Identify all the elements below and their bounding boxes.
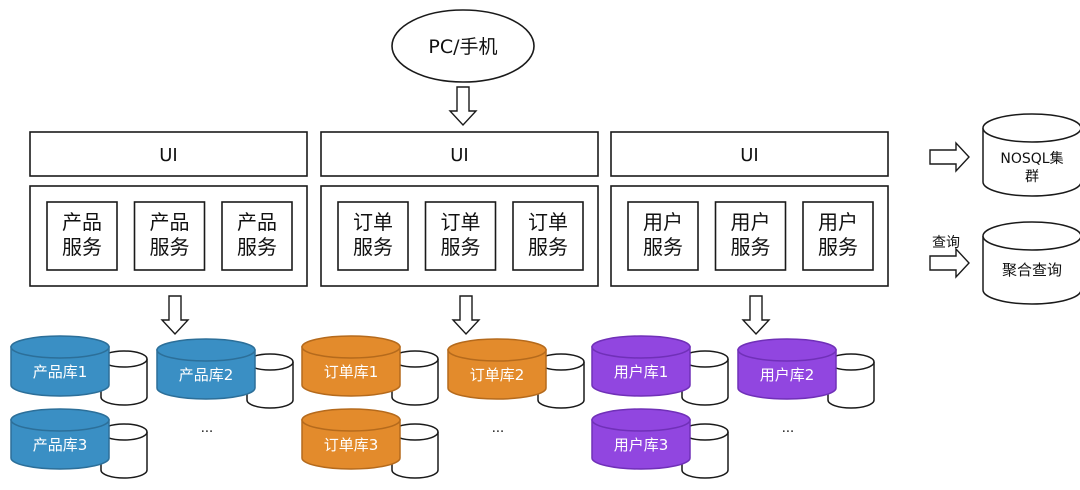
ellipsis: ... xyxy=(782,421,794,436)
service-label: 服务 xyxy=(441,235,481,259)
service-label: 用户 xyxy=(818,210,858,234)
ui-box xyxy=(29,131,308,177)
database-cylinder: 产品库2 xyxy=(156,338,294,409)
service-label: 服务 xyxy=(643,235,683,259)
service-label: 订单 xyxy=(528,210,568,234)
db-down-arrow xyxy=(451,295,481,336)
ui-label: UI xyxy=(740,145,758,166)
service-label: 服务 xyxy=(731,235,771,259)
service-label: 产品 xyxy=(62,210,102,234)
ui-box xyxy=(610,131,889,177)
database-cylinder: 订单库1 xyxy=(301,335,439,406)
nosql-cluster-cylinder: NOSQL集 群 xyxy=(982,113,1080,197)
aggregate-label: 聚合查询 xyxy=(1002,261,1062,279)
query-right-arrow xyxy=(929,247,970,279)
database-label: 订单库3 xyxy=(324,436,379,454)
ui-label: UI xyxy=(450,145,468,166)
database-label: 产品库1 xyxy=(33,363,88,381)
database-label: 产品库3 xyxy=(33,436,88,454)
service-label: 订单 xyxy=(441,210,481,234)
database-cylinder: 产品库1 xyxy=(10,335,148,406)
ui-box xyxy=(320,131,599,177)
database-label: 用户库1 xyxy=(614,363,669,381)
database-cylinder: 产品库3 xyxy=(10,408,148,479)
nosql-label-line2: 群 xyxy=(1025,169,1039,185)
database-cylinder: 订单库3 xyxy=(301,408,439,479)
query-arrow-label: 查询 xyxy=(932,235,960,251)
service-label: 服务 xyxy=(62,235,102,259)
ellipsis: ... xyxy=(492,421,504,436)
database-label: 产品库2 xyxy=(179,366,234,384)
nosql-label-line1: NOSQL集 xyxy=(1000,150,1063,167)
client-node: PC/手机 xyxy=(391,9,535,83)
ellipsis: ... xyxy=(201,421,213,436)
service-label: 用户 xyxy=(643,210,683,234)
service-label: 服务 xyxy=(528,235,568,259)
db-down-arrow xyxy=(741,295,771,336)
database-cylinder: 订单库2 xyxy=(447,338,585,409)
database-cylinder: 用户库1 xyxy=(591,335,729,406)
database-label: 订单库1 xyxy=(324,363,379,381)
database-label: 用户库3 xyxy=(614,436,669,454)
database-label: 订单库2 xyxy=(470,366,525,384)
ui-label: UI xyxy=(159,145,177,166)
service-label: 产品 xyxy=(150,210,190,234)
nosql-right-arrow xyxy=(929,141,970,173)
client-label: PC/手机 xyxy=(428,36,497,58)
service-label: 服务 xyxy=(353,235,393,259)
database-cylinder: 用户库3 xyxy=(591,408,729,479)
db-down-arrow xyxy=(160,295,190,336)
database-label: 用户库2 xyxy=(760,366,815,384)
service-label: 用户 xyxy=(731,210,771,234)
service-label: 订单 xyxy=(353,210,393,234)
service-label: 服务 xyxy=(237,235,277,259)
database-cylinder: 用户库2 xyxy=(737,338,875,409)
service-label: 服务 xyxy=(150,235,190,259)
service-label: 服务 xyxy=(818,235,858,259)
client-down-arrow xyxy=(448,86,478,127)
aggregate-query-cylinder: 聚合查询 xyxy=(982,221,1080,305)
service-label: 产品 xyxy=(237,210,277,234)
